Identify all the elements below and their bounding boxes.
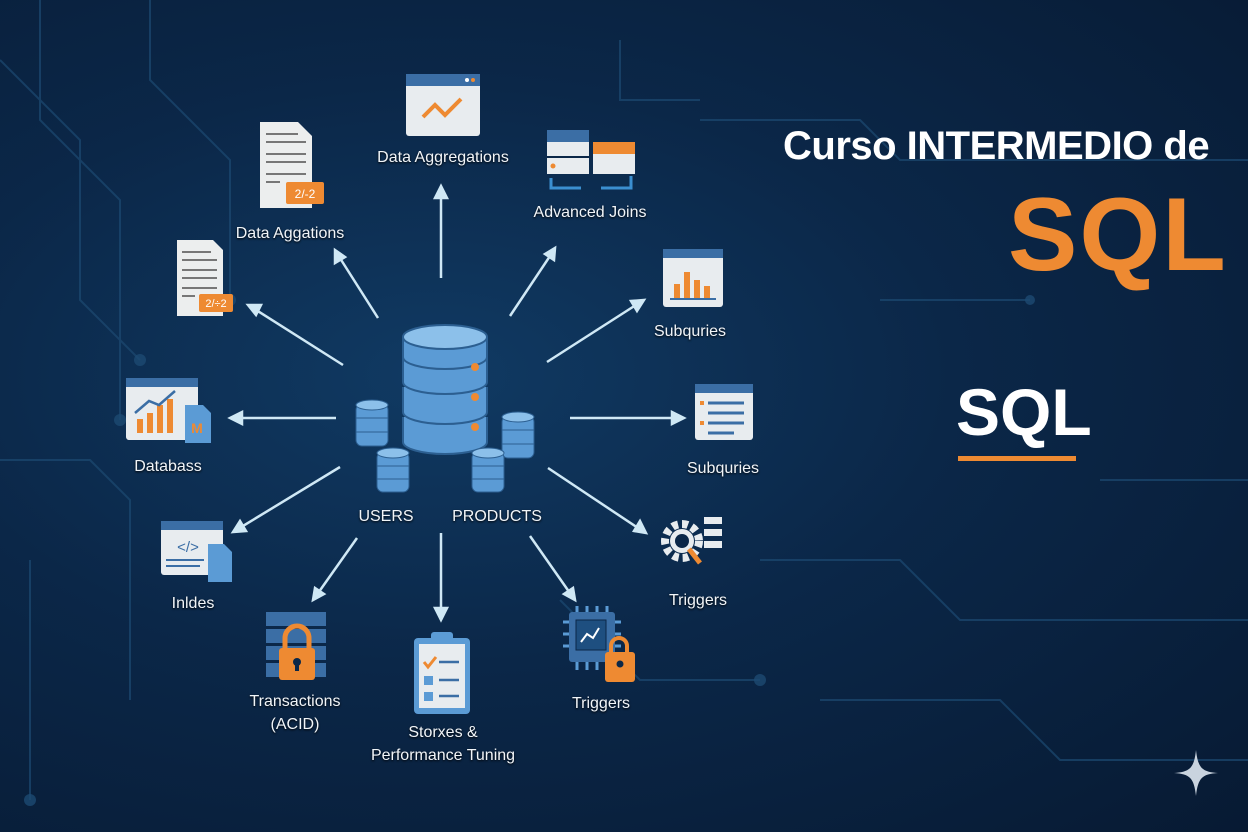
users-database-icon-2	[376, 447, 410, 493]
chart-dashboard-icon: M	[126, 378, 211, 443]
node-label-triggers-2: Triggers	[668, 592, 728, 609]
svg-text:M: M	[191, 420, 203, 436]
node-label-subquries-2: Subquries	[686, 460, 760, 477]
sql-underline	[958, 456, 1076, 461]
svg-text:</>: </>	[177, 539, 199, 556]
node-label-subquries-1: Subquries	[653, 323, 727, 340]
sparkle-icon	[1174, 750, 1218, 796]
document-icon-2: 2/÷2	[177, 240, 233, 316]
central-database-icon	[402, 324, 488, 455]
node-label-advanced-joins: Advanced Joins	[533, 204, 647, 221]
document-badge-2: 2/÷2	[205, 298, 226, 310]
chip-lock-icon	[563, 606, 635, 682]
locked-table-icon	[266, 612, 326, 680]
checklist-icon	[414, 632, 470, 714]
users-label: USERS	[358, 508, 414, 525]
connector-arrows	[227, 183, 687, 623]
node-label-data-aggations: Data Aggations	[235, 225, 345, 242]
transactions-line2: (ACID)	[270, 716, 320, 733]
joined-tables-icon	[547, 130, 635, 190]
node-label-databass: Databass	[134, 458, 202, 475]
document-icon: 2/-2	[260, 122, 324, 208]
storxes-line1: Storxes &	[408, 724, 478, 741]
products-label: PRODUCTS	[452, 508, 542, 525]
bar-chart-window-icon	[663, 249, 723, 307]
node-label-inldes: Inldes	[171, 595, 215, 612]
node-label-data-aggregations: Data Aggregations	[377, 149, 509, 166]
node-label-triggers-1: Triggers	[571, 695, 631, 712]
code-window-icon: </>	[161, 521, 232, 582]
users-database-icon	[355, 399, 389, 447]
document-badge: 2/-2	[295, 187, 316, 201]
storxes-line2: Performance Tuning	[370, 747, 516, 764]
products-database-icon	[501, 411, 535, 459]
sql-heading: SQL	[1008, 177, 1228, 293]
chart-window-icon	[406, 74, 480, 136]
list-window-icon	[695, 384, 753, 440]
transactions-line1: Transactions	[249, 693, 341, 710]
course-title: Curso INTERMEDIO de	[783, 124, 1210, 168]
gear-search-icon	[661, 517, 722, 565]
node-label-transactions: Transactions (ACID)	[250, 690, 341, 736]
sql-badge: SQL	[956, 375, 1092, 449]
products-database-icon-2	[471, 447, 505, 493]
node-label-storxes: Storxes & Performance Tuning	[371, 721, 515, 767]
